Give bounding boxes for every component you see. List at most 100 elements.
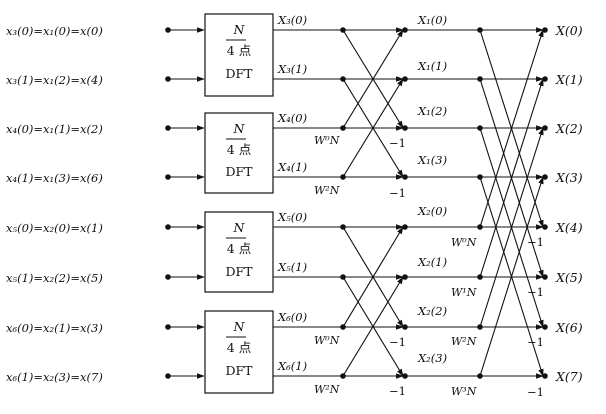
output-label: X(6) xyxy=(555,320,583,335)
input-label: x₄(0)=x₁(1)=x(2) xyxy=(6,122,103,136)
output-label: X(5) xyxy=(555,270,583,285)
output-node xyxy=(542,125,548,131)
stage1-label: X₃(1) xyxy=(277,62,307,76)
node xyxy=(340,274,346,280)
twiddle-factor: W⁰N xyxy=(314,134,340,147)
minus-one-label: −1 xyxy=(527,285,544,299)
input-label: x₆(1)=x₂(3)=x(7) xyxy=(6,370,103,384)
node xyxy=(340,174,346,180)
output-node xyxy=(542,373,548,379)
stage1-label: X₆(0) xyxy=(277,310,307,324)
node xyxy=(477,324,483,330)
output-node xyxy=(542,324,548,330)
output-labels: X(0) X(1) X(2) X(3) X(4) X(5) X(6) X(7) xyxy=(555,23,583,384)
input-node xyxy=(165,274,171,280)
block-middle: 4 点 xyxy=(227,142,251,157)
dft-block: N 4 点 DFT xyxy=(204,211,274,293)
output-label: X(4) xyxy=(555,220,583,235)
stage2-edges xyxy=(405,29,480,377)
node xyxy=(477,373,483,379)
node xyxy=(477,274,483,280)
node xyxy=(402,274,408,280)
stage2-nodes xyxy=(402,27,408,379)
input-label: x₃(1)=x₁(2)=x(4) xyxy=(6,73,103,87)
node xyxy=(402,174,408,180)
stage2-labels: X₁(0) X₁(1) X₁(2) X₁(3) X₂(0) X₂(1) X₂(2… xyxy=(417,13,447,365)
node xyxy=(402,224,408,230)
node xyxy=(402,373,408,379)
node xyxy=(402,324,408,330)
twiddle-factor: W²N xyxy=(451,335,477,348)
stage1-butterflies xyxy=(342,27,404,379)
minus-one-label: −1 xyxy=(389,186,406,200)
minus-one-label: −1 xyxy=(389,136,406,150)
stage2-label: X₂(0) xyxy=(417,204,447,218)
twiddle-factor: W²N xyxy=(314,383,340,396)
stage3-butterflies xyxy=(479,27,544,379)
dft-block: N 4 点 DFT xyxy=(204,112,274,194)
input-node xyxy=(165,27,171,33)
stage2-label: X₁(2) xyxy=(417,104,447,118)
block-bottom: DFT xyxy=(225,66,253,81)
stage1-label: X₅(0) xyxy=(277,210,307,224)
node xyxy=(402,76,408,82)
output-nodes xyxy=(542,27,548,379)
input-node xyxy=(165,224,171,230)
stage3-minus-ones: −1 −1 −1 −1 xyxy=(527,235,544,399)
stage1-label: X₄(0) xyxy=(277,111,307,125)
input-node xyxy=(165,174,171,180)
output-label: X(0) xyxy=(555,23,583,38)
output-label: X(1) xyxy=(555,72,583,87)
stage1-nodes xyxy=(340,27,346,379)
stage1-weights: W⁰N W²N W⁰N W²N xyxy=(314,134,340,396)
stage1-label: X₄(1) xyxy=(277,160,307,174)
node xyxy=(477,125,483,131)
stage1-minus-ones: −1 −1 −1 −1 xyxy=(389,136,406,398)
minus-one-label: −1 xyxy=(527,335,544,349)
input-label: x₅(0)=x₂(0)=x(1) xyxy=(6,221,103,235)
input-edges xyxy=(165,27,205,379)
dft-block: N 4 点 DFT xyxy=(204,310,274,394)
stage1-label: X₆(1) xyxy=(277,359,307,373)
block-bottom: DFT xyxy=(225,363,253,378)
stage1-label: X₃(0) xyxy=(277,13,307,27)
stage2-label: X₂(2) xyxy=(417,304,447,318)
minus-one-label: −1 xyxy=(527,235,544,249)
stage2-label: X₁(0) xyxy=(417,13,447,27)
stage2-label: X₁(3) xyxy=(417,153,447,167)
block-top: N xyxy=(233,121,246,136)
node xyxy=(477,27,483,33)
input-label: x₅(1)=x₂(2)=x(5) xyxy=(6,271,103,285)
stage1-label: X₅(1) xyxy=(277,260,307,274)
block-middle: 4 点 xyxy=(227,340,251,355)
twiddle-factor: W¹N xyxy=(451,286,477,299)
input-node xyxy=(165,125,171,131)
twiddle-factor: W⁰N xyxy=(451,236,477,249)
block-bottom: DFT xyxy=(225,164,253,179)
input-label: x₆(0)=x₂(1)=x(3) xyxy=(6,321,103,335)
minus-one-label: −1 xyxy=(527,385,544,399)
block-top: N xyxy=(233,220,246,235)
input-node xyxy=(165,324,171,330)
minus-one-label: −1 xyxy=(389,335,406,349)
stage2-weights: W⁰N W¹N W²N W³N xyxy=(451,236,477,398)
output-node xyxy=(542,174,548,180)
block-middle: 4 点 xyxy=(227,241,251,256)
node xyxy=(477,224,483,230)
node xyxy=(340,76,346,82)
node xyxy=(340,324,346,330)
dft-block: N 4 点 DFT xyxy=(204,13,274,97)
twiddle-factor: W³N xyxy=(451,385,477,398)
input-node xyxy=(165,373,171,379)
output-label: X(7) xyxy=(555,369,583,384)
node xyxy=(477,174,483,180)
block-top: N xyxy=(233,22,246,37)
input-labels: x₃(0)=x₁(0)=x(0) x₃(1)=x₁(2)=x(4) x₄(0)=… xyxy=(6,24,103,384)
node xyxy=(340,224,346,230)
twiddle-factor: W²N xyxy=(314,184,340,197)
block-middle: 4 点 xyxy=(227,43,251,58)
node xyxy=(340,27,346,33)
stage2-label: X₁(1) xyxy=(417,59,447,73)
twiddle-factor: W⁰N xyxy=(314,334,340,347)
